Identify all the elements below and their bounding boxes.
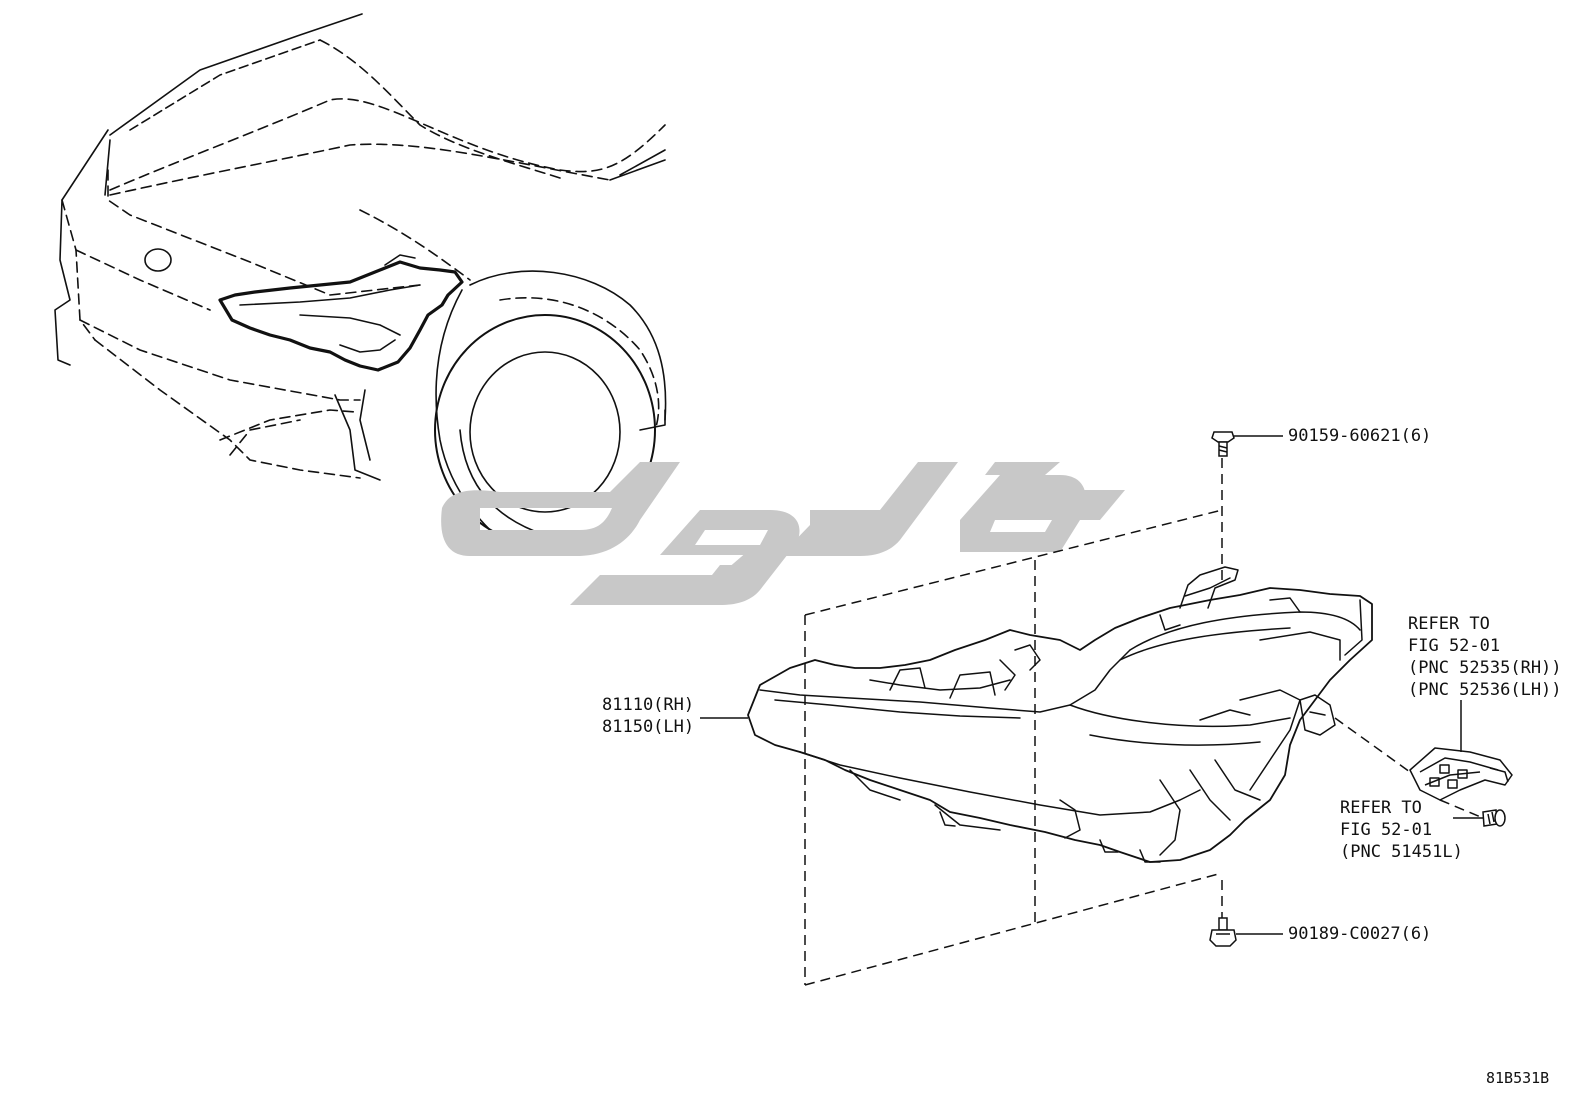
refer-bracket-line-2: FIG 52-01 xyxy=(1408,636,1501,656)
label-part-90189: 90189-C0027(6) xyxy=(1288,924,1432,944)
assembly-dashed-lines xyxy=(804,458,1484,986)
headlamp-assembly xyxy=(747,566,1373,863)
vehicle-front-view xyxy=(54,13,667,546)
refer-screw-line-2: FIG 52-01 xyxy=(1340,820,1433,840)
refer-bracket-line-1: REFER TO xyxy=(1408,614,1490,634)
leader-lines xyxy=(700,435,1484,935)
headlamp-bracket xyxy=(1409,747,1513,801)
refer-screw-line-3: (PNC 51451L) xyxy=(1340,842,1463,862)
nut-bottom-icon xyxy=(1209,917,1237,947)
refer-bracket-line-4: (PNC 52536(LH)) xyxy=(1408,680,1562,700)
label-part-81110-rh: 81110(RH) xyxy=(602,695,695,715)
refer-bracket-line-3: (PNC 52535(RH)) xyxy=(1408,658,1562,678)
screw-icon xyxy=(1482,809,1506,827)
diagram-code: 81B531B xyxy=(1486,1069,1550,1087)
refer-screw-line-1: REFER TO xyxy=(1340,798,1422,818)
label-part-81150-lh: 81150(LH) xyxy=(602,717,695,737)
label-part-90159: 90159-60621(6) xyxy=(1288,426,1432,446)
refer-screw-note: REFER TO FIG 52-01 (PNC 51451L) xyxy=(1340,797,1463,863)
refer-bracket-note: REFER TO FIG 52-01 (PNC 52535(RH)) (PNC … xyxy=(1408,613,1562,701)
watermark-logo xyxy=(441,462,1125,605)
bolt-top-icon xyxy=(1211,431,1235,457)
